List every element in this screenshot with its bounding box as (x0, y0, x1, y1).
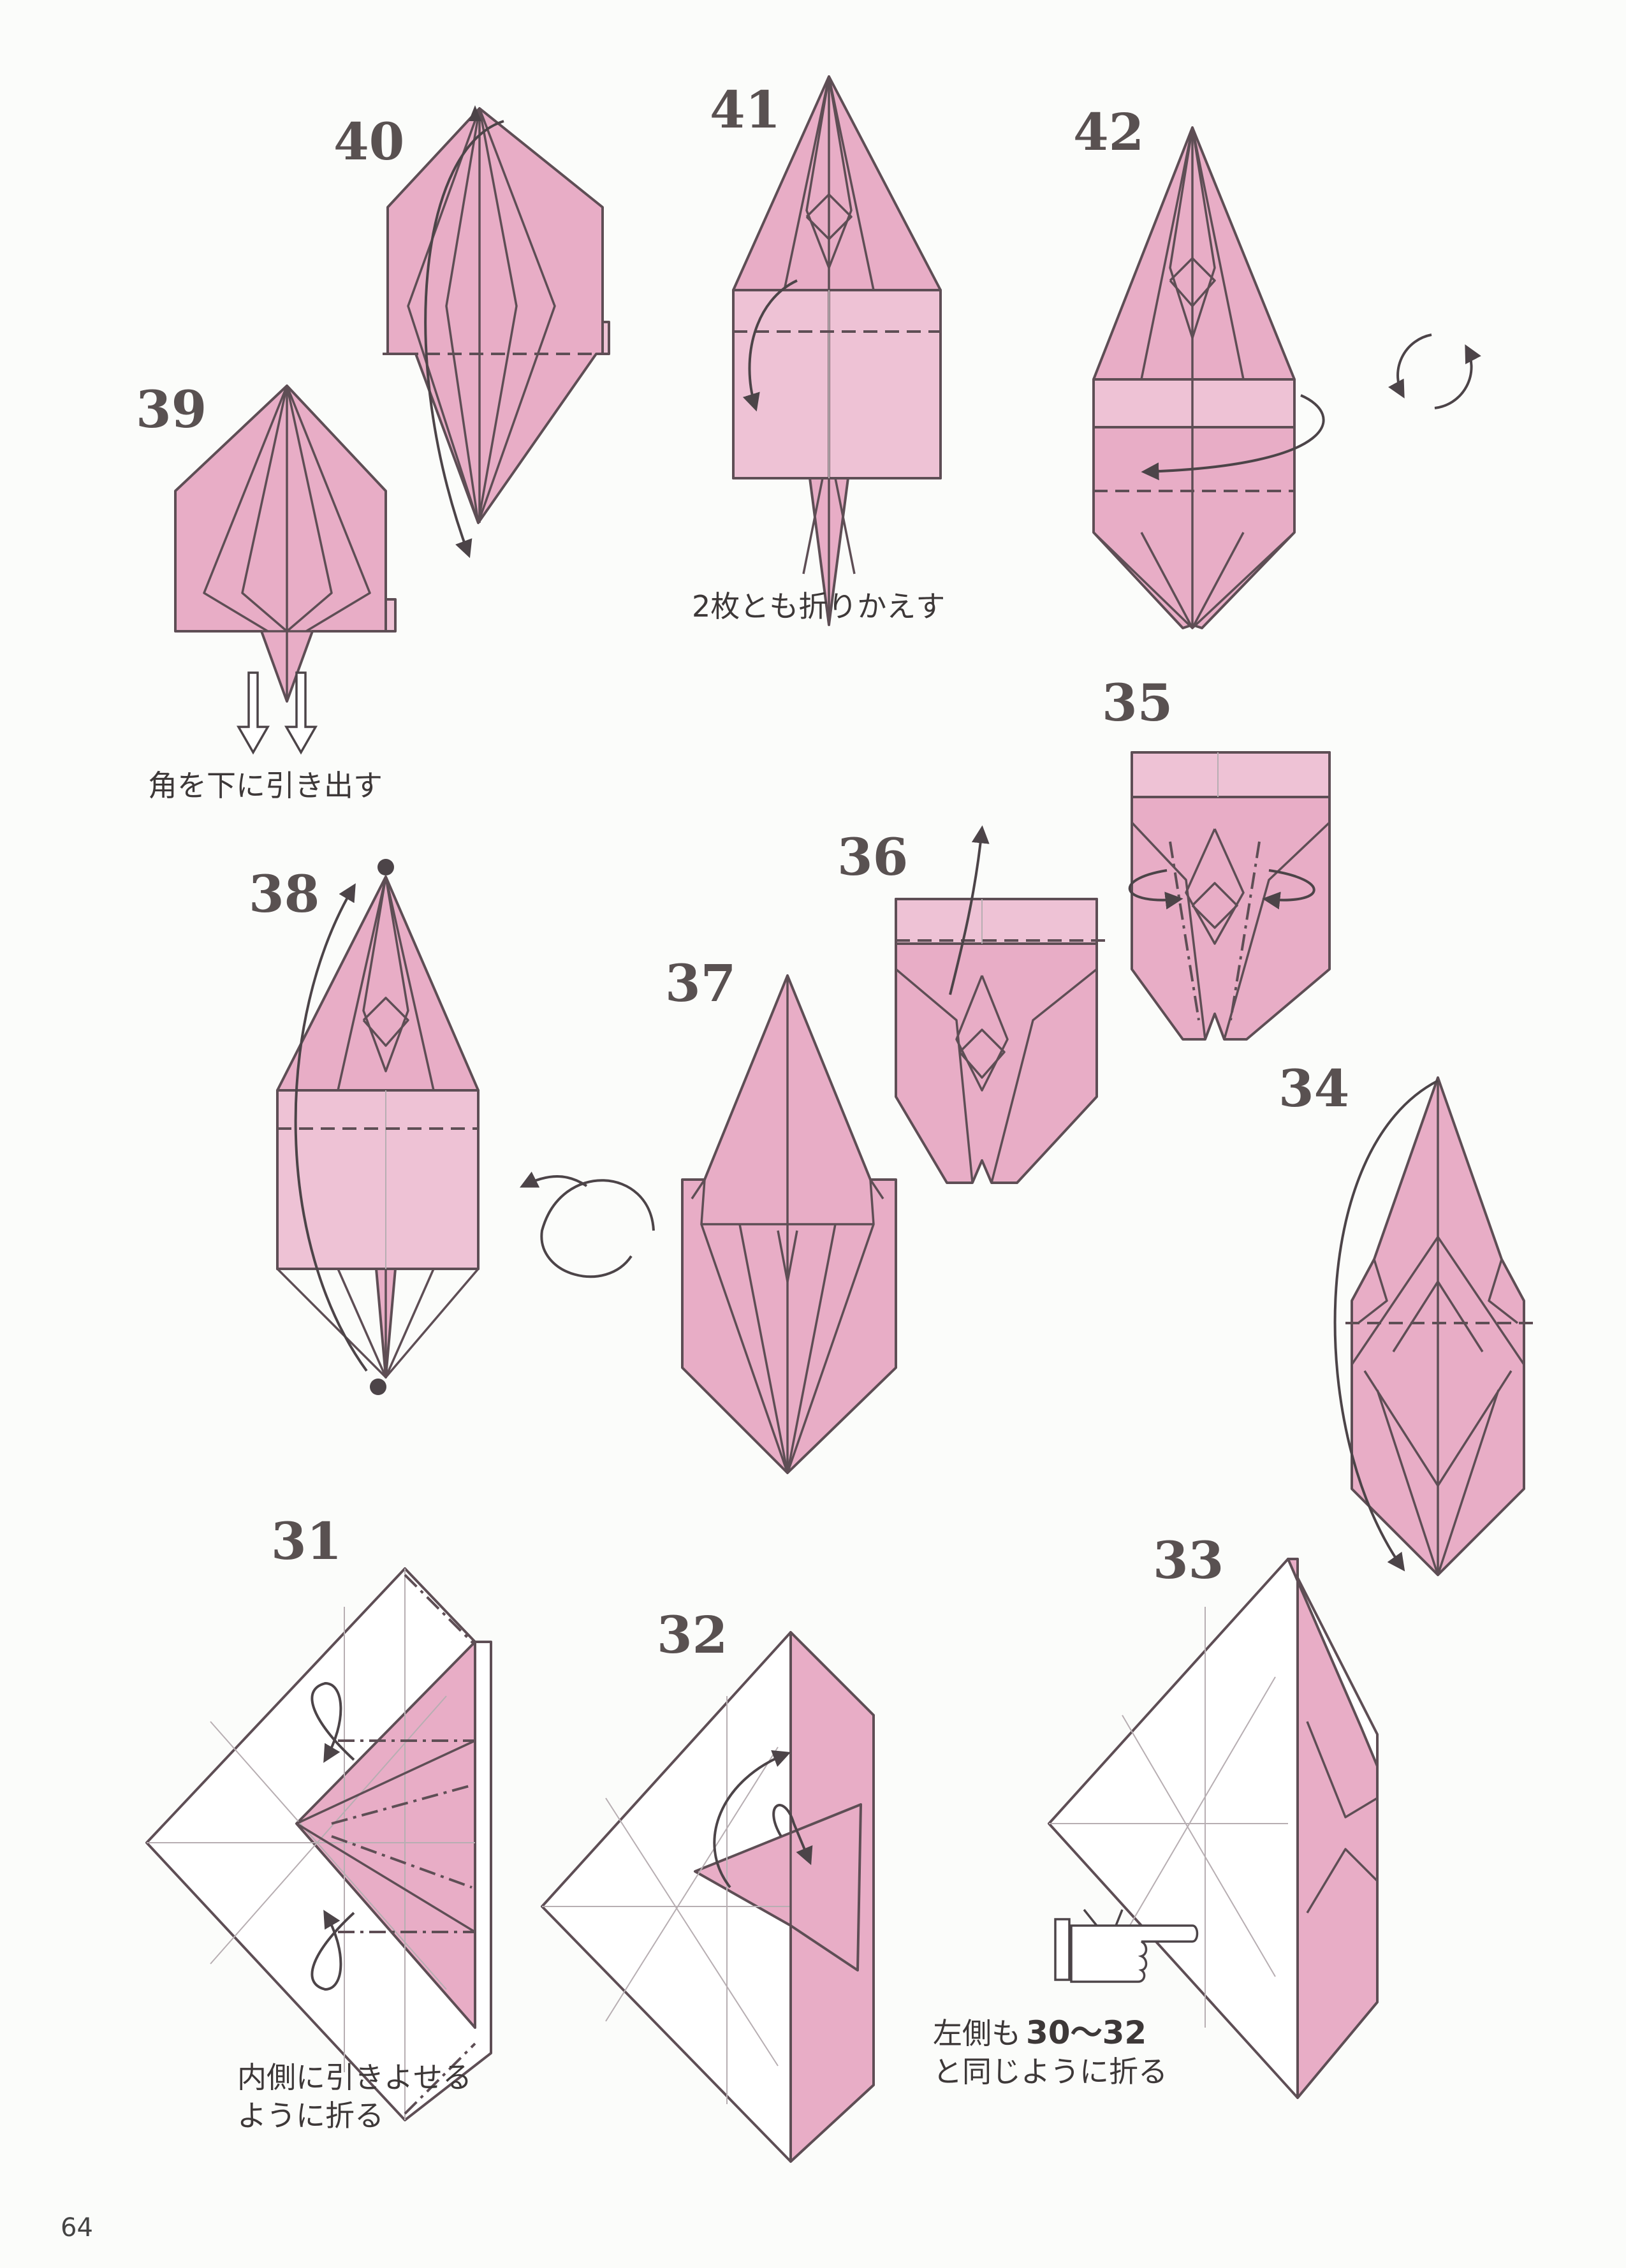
step-39-caption: 角を下に引き出す (148, 768, 383, 803)
step-34-figure (1335, 1078, 1537, 1575)
step-33-caption-line2: と同じように折る (933, 2054, 1168, 2089)
step-39-figure: 角を下に引き出す (148, 386, 395, 803)
step-38-figure (277, 859, 478, 1395)
step-number: 39 (136, 379, 207, 439)
step-41-caption: 2枚とも折りかえす (692, 589, 945, 624)
step-number: 35 (1102, 673, 1173, 733)
step-31-caption-line2: ように折る (237, 2098, 384, 2133)
step-number: 31 (271, 1511, 342, 1571)
step-number: 40 (333, 112, 404, 172)
step-32-figure (542, 1632, 874, 2162)
step-31-caption-line1: 内側に引きよせる (237, 2060, 472, 2095)
step-number: 32 (657, 1605, 728, 1665)
step-36-figure (896, 829, 1106, 1183)
step-31-figure: 内側に引きよせる ように折る (147, 1569, 491, 2133)
step-number: 33 (1153, 1530, 1224, 1590)
step-number: 34 (1278, 1058, 1349, 1118)
step-40-figure (383, 105, 609, 555)
step-42-figure (1094, 128, 1324, 628)
step-37-figure (682, 976, 896, 1473)
rotate-arrows-icon (1398, 335, 1472, 408)
step-41-figure: 2枚とも折りかえす (692, 77, 945, 625)
turn-over-icon (523, 1176, 654, 1277)
step-33-figure: 左側も30～32 と同じように折る (933, 1559, 1377, 2098)
page-number: 64 (61, 2213, 93, 2242)
pull-down-arrow-icon (238, 673, 268, 752)
step-number: 36 (837, 827, 908, 887)
step-number: 37 (665, 953, 736, 1013)
step-number: 42 (1073, 102, 1144, 162)
step-35-figure (1130, 752, 1329, 1039)
step-number: 38 (249, 864, 319, 924)
step-number: 41 (710, 80, 780, 140)
step-33-caption-line1: 左側も30～32 (933, 2014, 1146, 2051)
